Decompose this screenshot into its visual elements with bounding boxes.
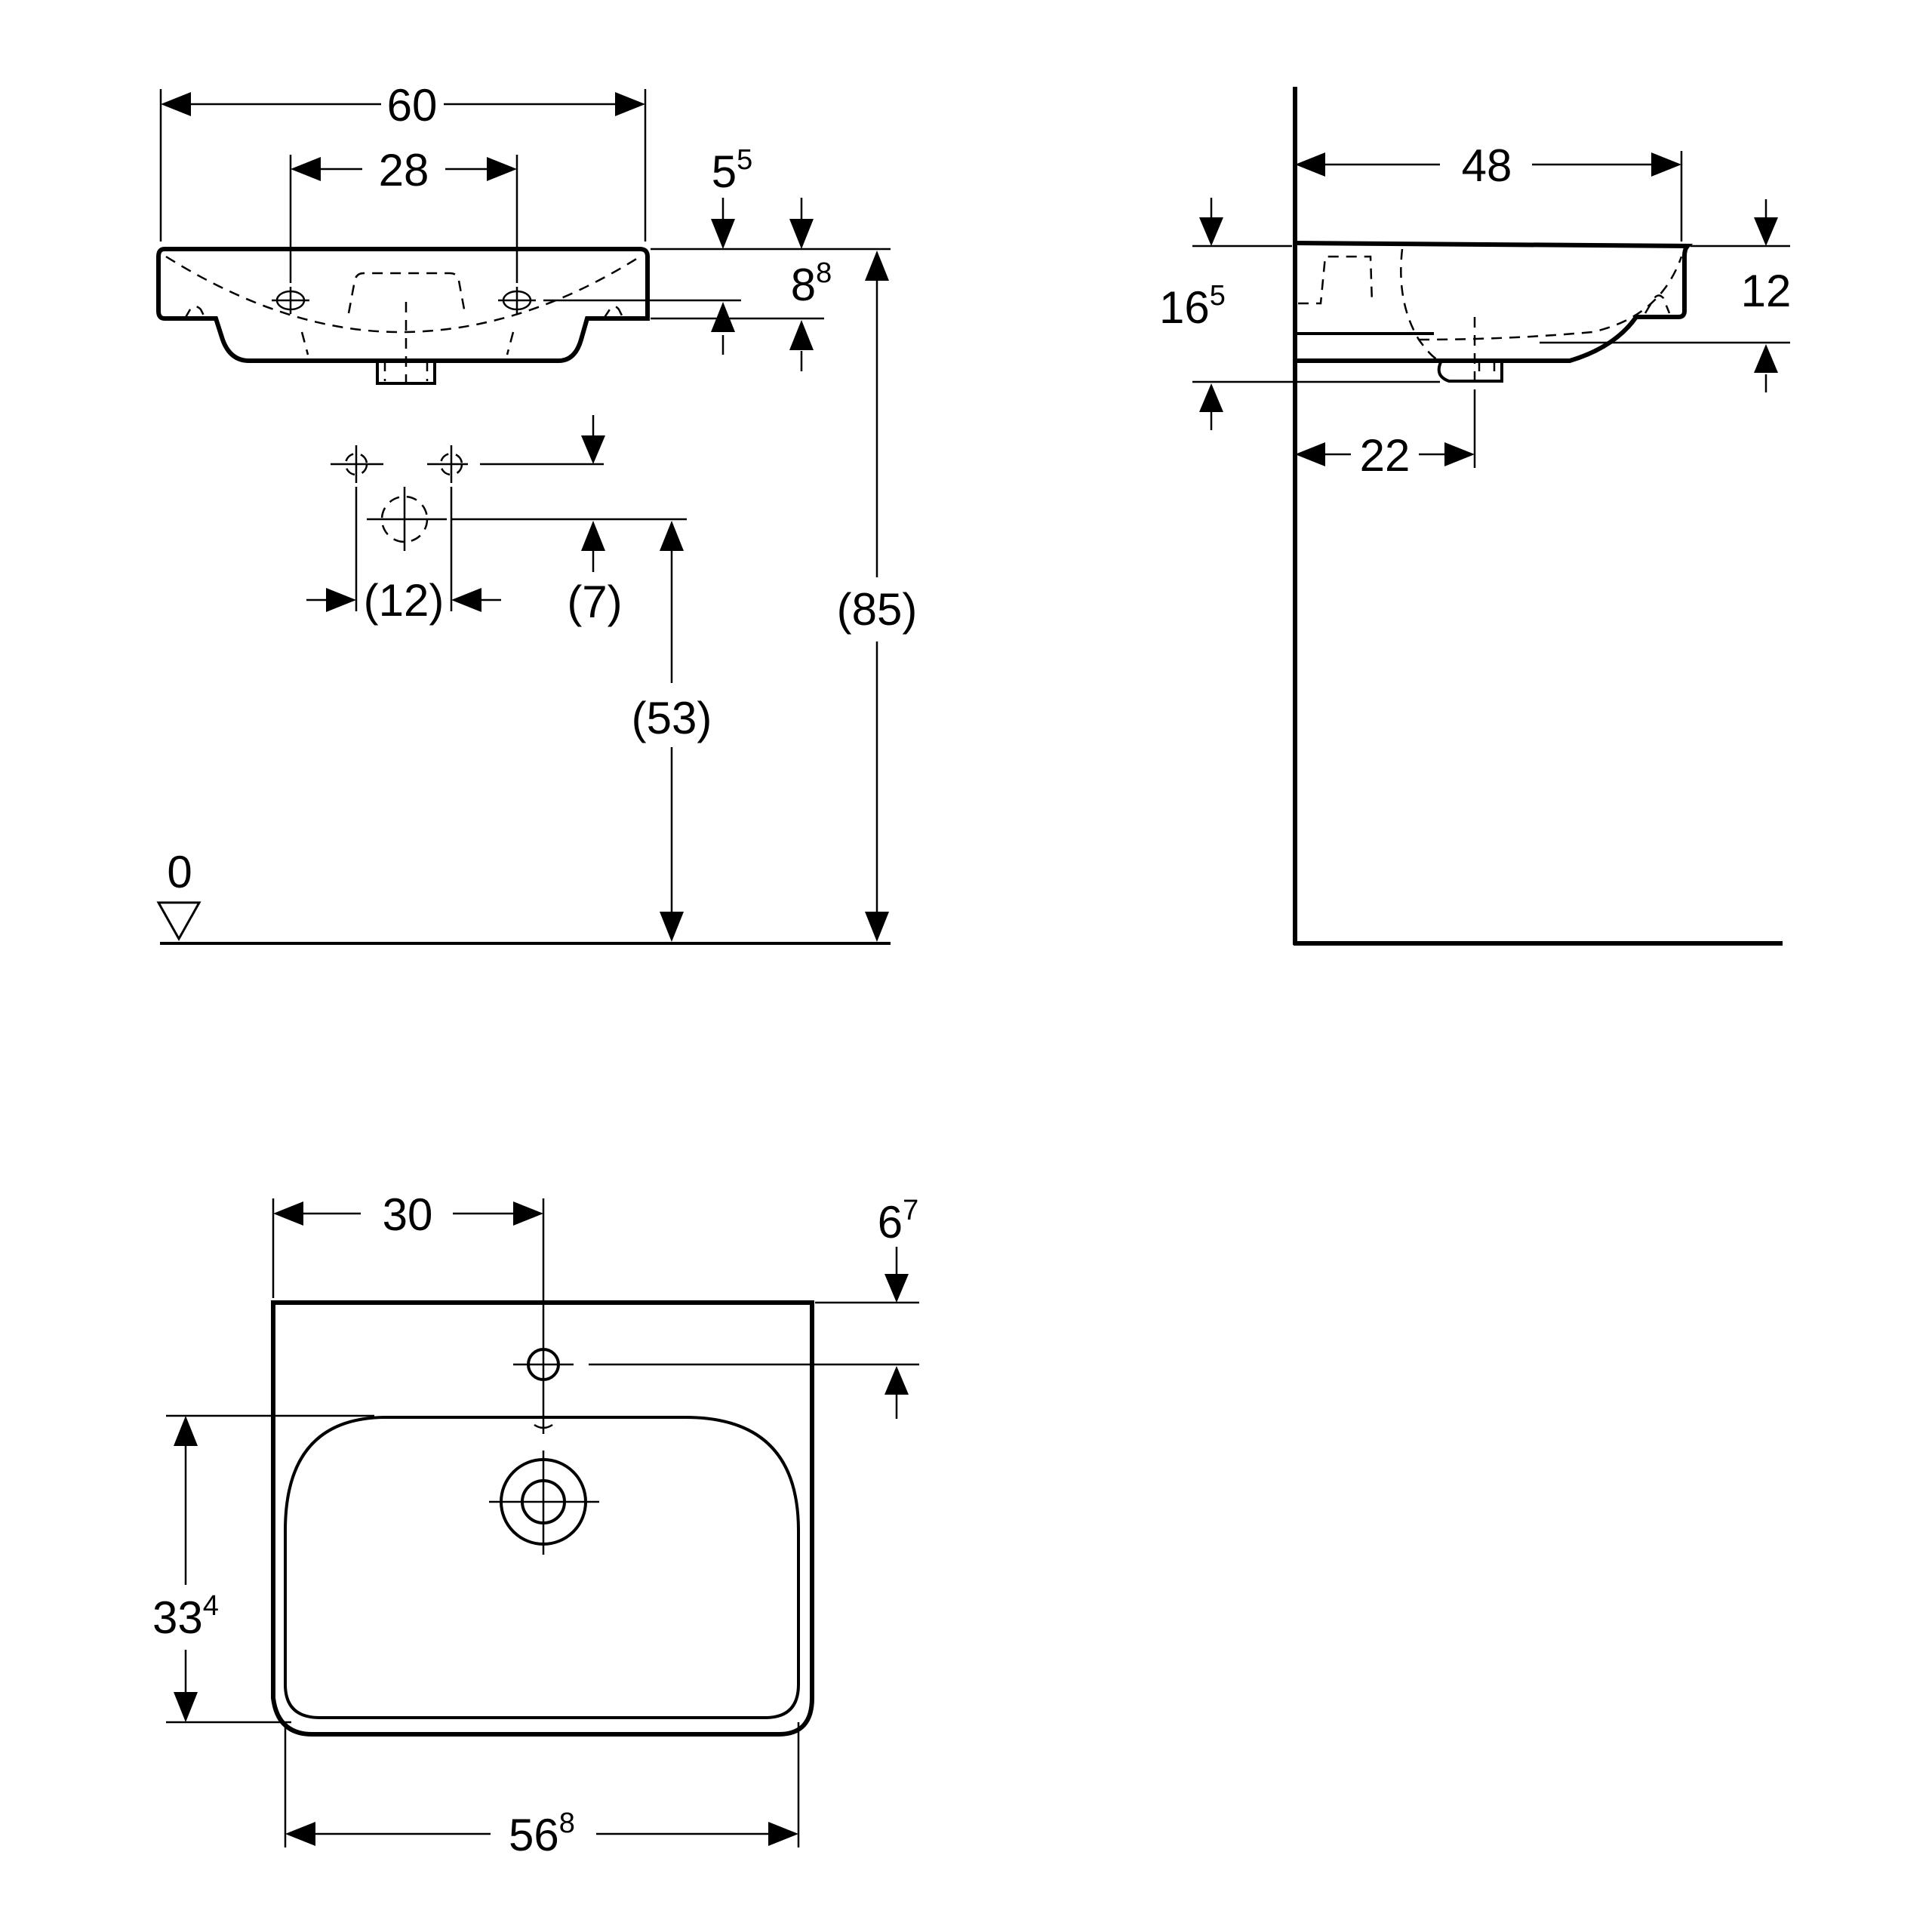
basin-side-outline	[1294, 241, 1694, 363]
dim-tap-spacing: 28	[379, 145, 429, 195]
dim-rim-floor-height: (85)	[837, 584, 918, 635]
bowl-outline	[284, 1416, 800, 1719]
dim-bowl-depth: 334	[152, 1590, 219, 1643]
tap-hole-right	[498, 287, 536, 314]
datum-label: 0	[167, 847, 192, 897]
basin-front-outline	[156, 247, 650, 363]
dim-supply-spacing: (12)	[364, 575, 445, 626]
side-view: 48 12 165 22	[1159, 87, 1792, 946]
dim-tap-offset: 67	[878, 1195, 919, 1247]
dim-width: 60	[387, 80, 438, 131]
dim-bowl-width: 568	[509, 1807, 575, 1860]
dim-tap-axis: 30	[383, 1189, 433, 1240]
dim-rim-height: 88	[791, 257, 832, 310]
dim-depth: 48	[1462, 140, 1512, 191]
basin-top-outline	[271, 1300, 814, 1737]
front-view: 60 28 55 88	[156, 80, 918, 945]
tap-hole-left	[272, 287, 309, 314]
dim-supply-offset: (7)	[567, 577, 622, 627]
top-view: 30 67 334 568	[152, 1189, 919, 1860]
dim-waste-drop: 165	[1159, 280, 1226, 333]
dim-waste-height: (53)	[632, 693, 712, 743]
waste-center	[367, 487, 447, 551]
dim-rim-thickness: 12	[1741, 266, 1792, 316]
dim-waste-projection: 22	[1360, 430, 1411, 481]
datum-triangle	[156, 901, 202, 942]
dim-rim-offset: 55	[712, 144, 753, 197]
supply-point-left	[331, 445, 383, 483]
supply-point-right	[427, 445, 468, 483]
drain-top	[489, 1451, 599, 1555]
side-waste	[1437, 360, 1503, 383]
hidden-bowl	[165, 255, 641, 334]
